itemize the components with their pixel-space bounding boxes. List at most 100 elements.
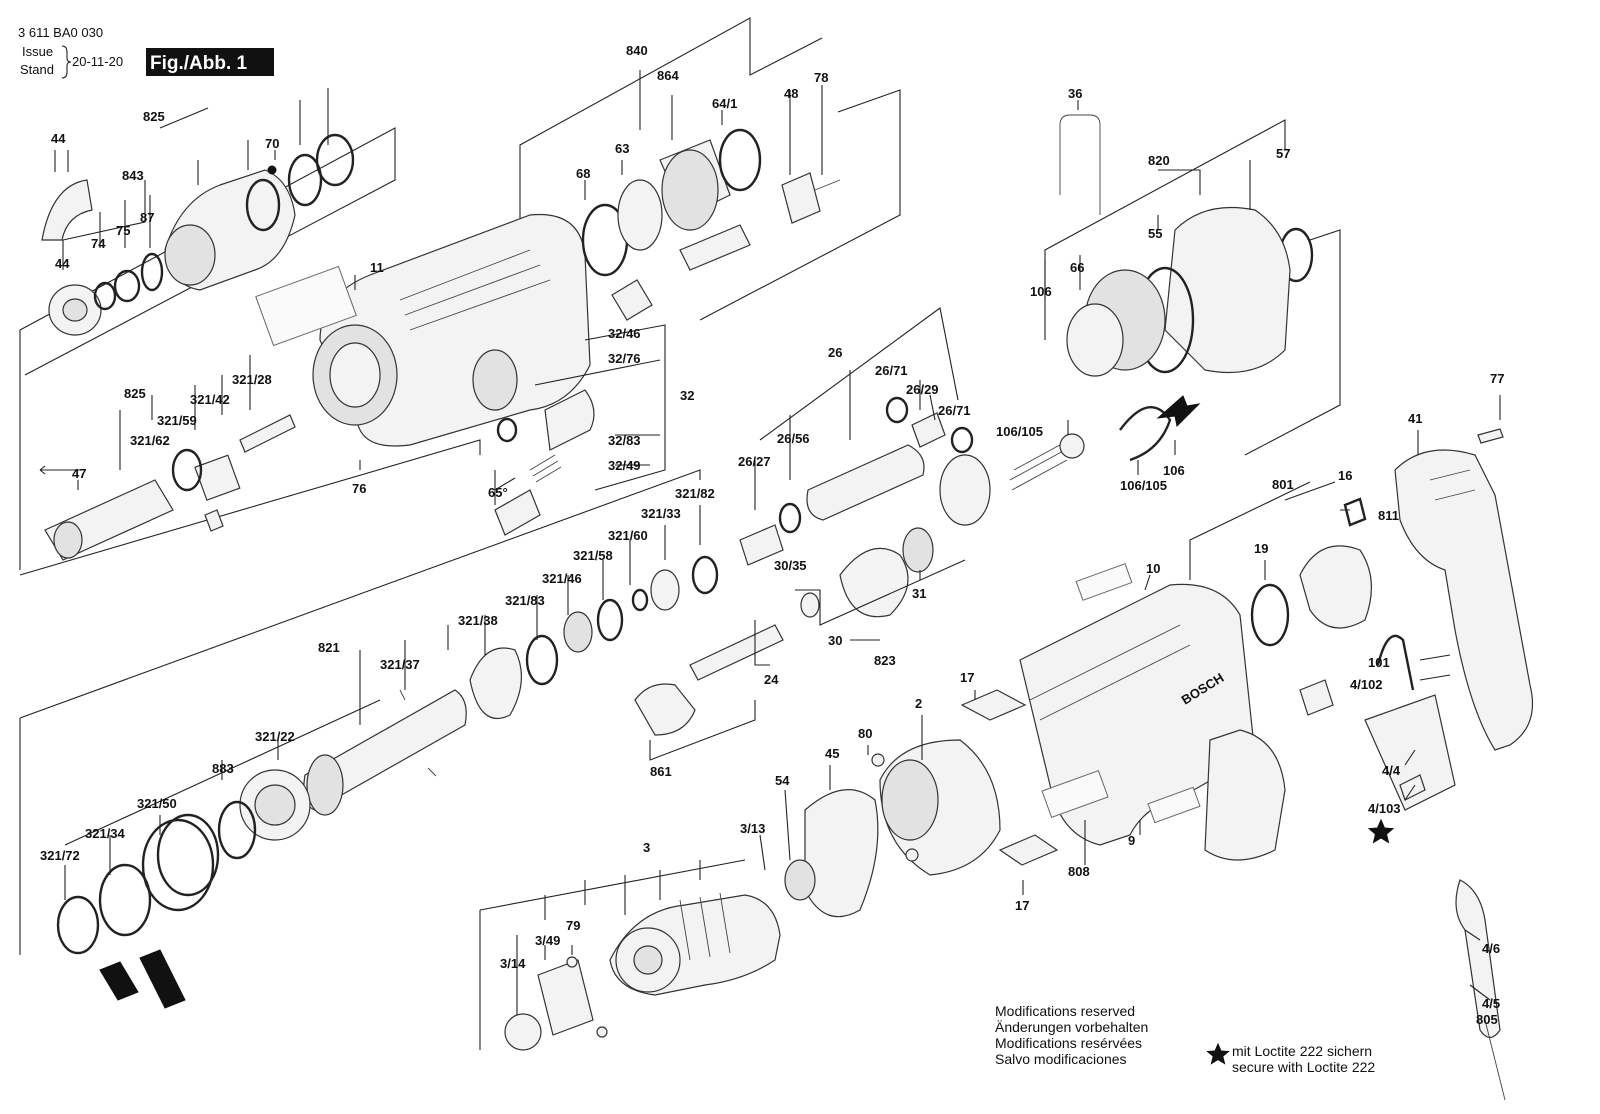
callout-10: 10: [1146, 561, 1160, 576]
crank-gear-part: [634, 396, 991, 736]
callout-26: 26: [828, 345, 842, 360]
callout-48: 48: [784, 86, 798, 101]
callout-26-56: 26/56: [777, 431, 810, 446]
callout-821: 821: [318, 640, 340, 655]
callout-57: 57: [1276, 146, 1290, 161]
callout-64-1: 64/1: [712, 96, 737, 111]
note-loctite-de: mit Loctite 222 sichern: [1232, 1043, 1372, 1059]
callout-55: 55: [1148, 226, 1162, 241]
doc-number: 3 611 BA0 030: [18, 25, 103, 40]
notes: Modifications reserved Änderungen vorbeh…: [995, 1003, 1375, 1075]
brace-icon: [61, 45, 72, 79]
callout-17a: 17: [960, 670, 974, 685]
callout-36: 36: [1068, 86, 1082, 101]
header: 3 611 BA0 030 Issue Stand 20-11-20 Fig./…: [18, 25, 274, 79]
callout-80: 80: [858, 726, 872, 741]
callout-321-50: 321/50: [137, 796, 177, 811]
callout-106b: 106: [1163, 463, 1185, 478]
part-illustrations: BOSCH: [41, 114, 1534, 1101]
callout-11: 11: [370, 260, 384, 275]
callout-41: 41: [1408, 411, 1422, 426]
callout-66: 66: [1070, 260, 1084, 275]
impact-mechanism-part: [56, 555, 719, 1009]
callout-87: 87: [140, 210, 154, 225]
star-icon: [1367, 818, 1395, 844]
note-modifications-es: Salvo modificaciones: [995, 1051, 1127, 1067]
callout-864: 864: [657, 68, 679, 83]
rear-handle-part: [1364, 428, 1534, 1101]
callout-54: 54: [775, 773, 790, 788]
callout-801: 801: [1272, 477, 1294, 492]
callout-47: 47: [72, 466, 86, 481]
callout-321-38: 321/38: [458, 613, 498, 628]
callout-321-34: 321/34: [85, 826, 126, 841]
callout-63: 63: [615, 141, 629, 156]
callout-825b: 825: [124, 386, 146, 401]
callout-820: 820: [1148, 153, 1170, 168]
bearing-set-part: [581, 128, 841, 321]
callout-75: 75: [116, 223, 130, 238]
callout-106-105b: 106/105: [1120, 478, 1167, 493]
callout-808: 808: [1068, 864, 1090, 879]
callout-79: 79: [566, 918, 580, 933]
callout-32-76: 32/76: [608, 351, 641, 366]
callout-32-46: 32/46: [608, 326, 641, 341]
callout-106-105a: 106/105: [996, 424, 1043, 439]
callout-9: 9: [1128, 833, 1135, 848]
callout-26-27: 26/27: [738, 454, 771, 469]
callout-30: 30: [828, 633, 842, 648]
rear-housing-part: [1009, 114, 1314, 491]
callout-24: 24: [764, 672, 779, 687]
callout-4-103: 4/103: [1368, 801, 1401, 816]
callout-321-60: 321/60: [608, 528, 648, 543]
callout-823: 823: [874, 653, 896, 668]
callout-2: 2: [915, 696, 922, 711]
stand-label: Stand: [20, 62, 54, 77]
note-loctite-en: secure with Loctite 222: [1232, 1059, 1375, 1075]
callout-321-33: 321/33: [641, 506, 681, 521]
callout-68: 68: [576, 166, 590, 181]
striker-assembly-part: [44, 389, 595, 561]
note-modifications-de: Änderungen vorbehalten: [995, 1019, 1148, 1035]
callout-321-58: 321/58: [573, 548, 613, 563]
callout-3: 3: [643, 840, 650, 855]
callout-19: 19: [1254, 541, 1268, 556]
callout-26-29: 26/29: [906, 382, 939, 397]
callout-32-83: 32/83: [608, 433, 641, 448]
callout-811: 811: [1378, 508, 1399, 523]
callout-31: 31: [912, 586, 926, 601]
motor-part: [504, 689, 1059, 1051]
callout-45: 45: [825, 746, 839, 761]
callout-4-102: 4/102: [1350, 677, 1383, 692]
issue-date: 20-11-20: [72, 54, 123, 69]
loctite-star-icon: [1206, 1042, 1230, 1065]
callout-840: 840: [626, 43, 648, 58]
callout-321-62: 321/62: [130, 433, 170, 448]
callout-32: 32: [680, 388, 694, 403]
callout-861: 861: [650, 764, 672, 779]
callout-77: 77: [1490, 371, 1504, 386]
callout-16: 16: [1338, 468, 1352, 483]
callout-30-35: 30/35: [774, 558, 807, 573]
callout-321-42: 321/42: [190, 392, 230, 407]
callout-321-59: 321/59: [157, 413, 197, 428]
callout-26-71a: 26/71: [875, 363, 908, 378]
callout-321-28: 321/28: [232, 372, 272, 387]
callout-883: 883: [212, 761, 234, 776]
tool-holder-part: [41, 133, 355, 336]
callout-106a: 106: [1030, 284, 1052, 299]
callout-321-22: 321/22: [255, 729, 295, 744]
callout-321-46: 321/46: [542, 571, 582, 586]
figure-label: Fig./Abb. 1: [150, 53, 248, 74]
callout-843: 843: [122, 168, 144, 183]
gear-housing-part: [255, 213, 591, 447]
callout-3-13: 3/13: [740, 821, 765, 836]
callout-26-71b: 26/71: [938, 403, 971, 418]
callout-44a: 44: [51, 131, 66, 146]
note-modifications-fr: Modifications resérvées: [995, 1035, 1142, 1051]
callout-321-72: 321/72: [40, 848, 80, 863]
callout-3-49: 3/49: [535, 933, 560, 948]
note-modifications-en: Modifications reserved: [995, 1003, 1135, 1019]
figure-badge: [146, 48, 274, 76]
